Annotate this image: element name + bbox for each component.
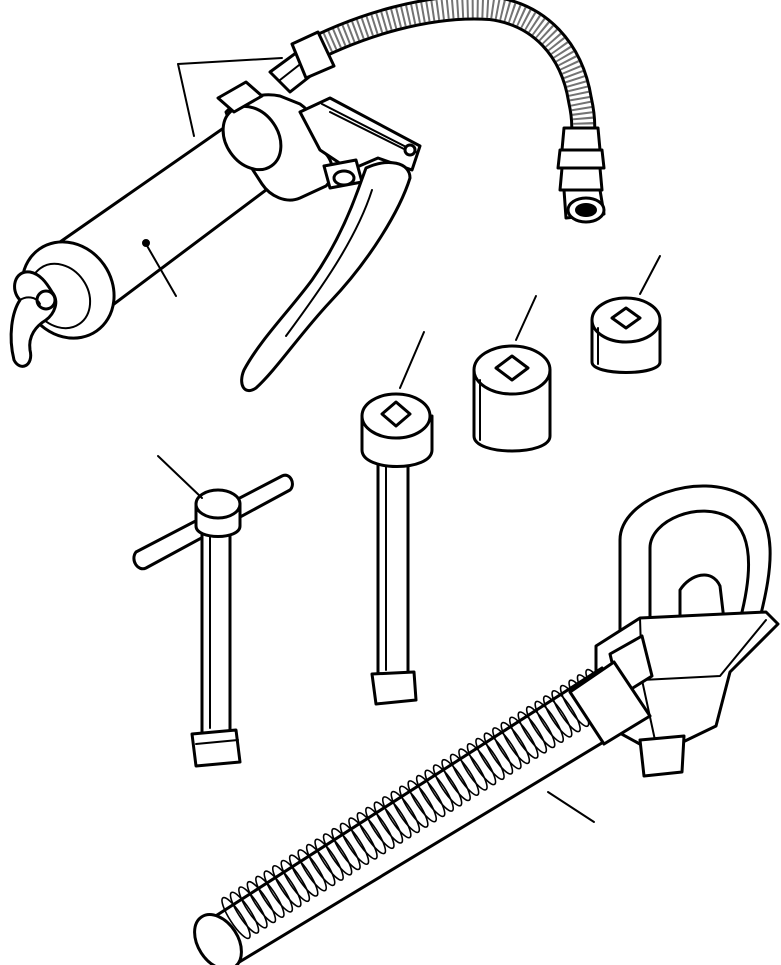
thread-ring [221,896,251,940]
thread-ring [466,743,497,786]
thread-ring [441,758,471,802]
thread-ring [314,838,344,881]
thread-ring [297,849,328,892]
thread-ring [246,880,277,924]
thread-ring [517,711,548,754]
large-socket-leader [515,295,537,341]
threaded-rod-leader [547,791,595,823]
thread-ring [390,790,421,834]
thread-ring [238,886,268,929]
thread-ring [551,690,581,733]
thread-ring [542,695,573,738]
thread-ring [415,774,446,818]
thread-ring [407,780,438,823]
thread-ring [398,785,429,828]
thread-ring [271,865,302,908]
thread-ring [288,854,319,897]
thread-ring [356,812,387,855]
thread-ring [500,721,531,765]
thread-ring [381,796,412,839]
thread-ring [280,859,311,903]
thread-ring [508,716,539,759]
grease-gun-leader [145,243,177,297]
large-square-socket [472,344,552,453]
thread-ring [255,875,285,918]
long-square-socket-driver [360,392,434,706]
small-square-socket [590,296,662,374]
thread-ring [449,753,480,796]
thread-ring [348,817,378,860]
t-handle-wrench [132,473,294,768]
thread-ring [339,822,370,865]
thread-ring [322,833,353,876]
thread-ring [331,827,361,871]
thread-ring [483,732,514,775]
socket-driver-leader [399,331,425,389]
thread-ring [305,843,336,887]
t-handle-leader [157,455,203,499]
grease-hose-leader [177,57,283,137]
threaded-rod-with-stirrup [193,484,780,965]
grease-gun [9,48,422,393]
thread-ring [525,705,556,749]
thread-ring [373,801,404,844]
thread-ring [229,891,260,934]
thread-ring [475,737,505,781]
thread-ring [432,764,463,807]
small-socket-leader [639,255,661,295]
thread-ring [424,769,455,812]
thread-ring [263,870,294,913]
grease-hose [290,0,606,224]
thread-ring [492,727,522,770]
thread-ring [365,806,395,850]
thread-ring [458,748,488,791]
thread-ring [534,700,565,743]
